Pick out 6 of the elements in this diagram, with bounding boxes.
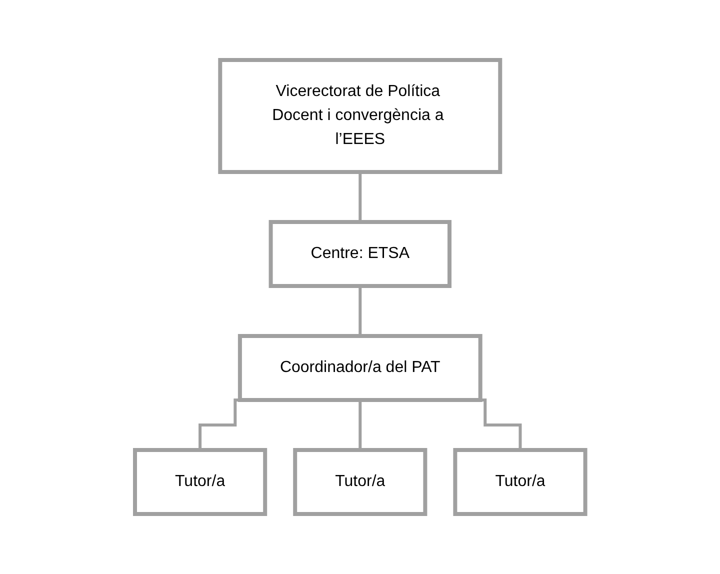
node-box: Tutor/a bbox=[292, 448, 428, 516]
node-box: Tutor/a bbox=[132, 448, 267, 516]
node-box: Tutor/a bbox=[453, 448, 588, 516]
node-box: Vicerectorat de Política Docent i convergència a l’EEES bbox=[218, 58, 502, 174]
node-box: Centre: ETSA bbox=[268, 220, 452, 288]
node-box: Coordinador/a del PAT bbox=[238, 334, 482, 402]
